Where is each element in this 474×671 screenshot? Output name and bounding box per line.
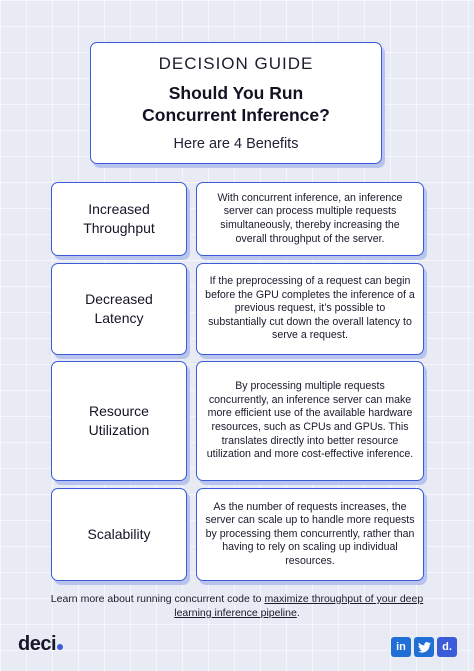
benefit-label-line: Latency xyxy=(94,310,144,326)
title-card: DECISION GUIDE Should You Run Concurrent… xyxy=(90,42,382,164)
benefit-label-line: Utilization xyxy=(88,422,150,438)
linkedin-icon[interactable]: in xyxy=(391,637,411,657)
benefit-label-latency: Decreased Latency xyxy=(51,263,187,355)
footer-note: Learn more about running concurrent code… xyxy=(40,593,434,620)
benefit-text-latency: If the preprocessing of a request can be… xyxy=(196,263,424,355)
footer-prefix: Learn more about running concurrent code… xyxy=(50,593,265,605)
benefit-text-utilization: By processing multiple requests concurre… xyxy=(196,361,424,481)
logo-dot-icon xyxy=(57,644,64,650)
logo-text: deci xyxy=(18,633,57,655)
title-line-1: Should You Run xyxy=(168,83,304,103)
benefit-description: As the number of requests increases, the… xyxy=(205,500,415,567)
kicker: DECISION GUIDE xyxy=(158,54,314,73)
deci-icon[interactable]: d. xyxy=(437,637,457,657)
benefit-description: By processing multiple requests concurre… xyxy=(206,380,414,461)
benefit-description: If the preprocessing of a request can be… xyxy=(205,275,415,342)
footer-link[interactable]: maximize throughput of your deep learnin… xyxy=(174,593,424,619)
subtitle: Here are 4 Benefits xyxy=(173,136,299,152)
benefit-label-utilization: Resource Utilization xyxy=(51,361,187,481)
title-line-2: Concurrent Inference? xyxy=(142,105,330,125)
benefit-label-line: Increased xyxy=(88,201,150,217)
benefit-label-line: Throughput xyxy=(83,220,155,236)
benefit-label-throughput: Increased Throughput xyxy=(51,182,187,256)
linkedin-glyph: in xyxy=(396,641,406,653)
benefit-description: With concurrent inference, an inference … xyxy=(217,191,403,245)
benefit-text-scalability: As the number of requests increases, the… xyxy=(196,488,424,581)
social-links: in d. xyxy=(391,637,457,657)
page-title: Should You Run Concurrent Inference? xyxy=(91,82,381,126)
twitter-bird-icon xyxy=(417,641,431,653)
benefit-label-scalability: Scalability xyxy=(51,488,187,581)
benefit-label-line: Resource xyxy=(89,403,149,419)
benefit-label-line: Scalability xyxy=(87,526,151,542)
benefit-label-line: Decreased xyxy=(85,291,153,307)
footer-suffix: . xyxy=(296,606,300,619)
deci-glyph: d. xyxy=(442,641,452,653)
benefit-text-throughput: With concurrent inference, an inference … xyxy=(196,182,424,256)
deci-logo: deci xyxy=(18,633,64,656)
twitter-icon[interactable] xyxy=(414,637,434,657)
